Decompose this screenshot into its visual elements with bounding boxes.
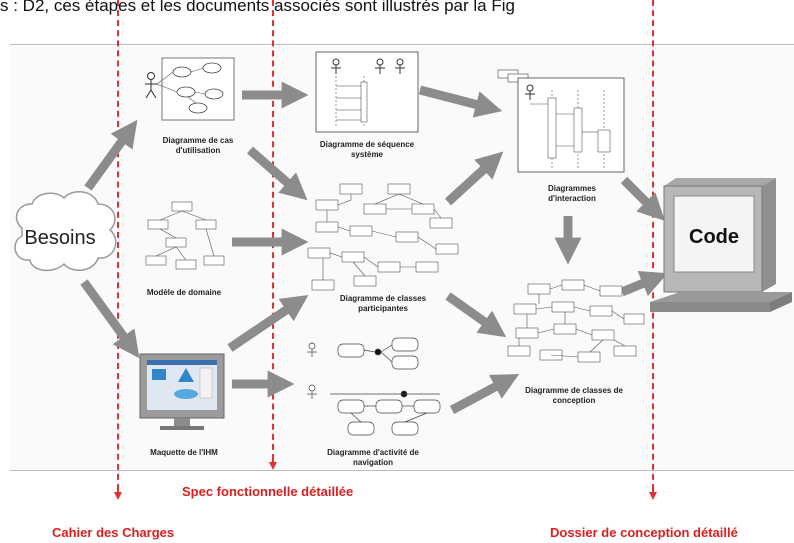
arrow-activity-conception: [449, 374, 520, 414]
cahier-dashed-line: [117, 0, 119, 490]
activity-diagram: [307, 337, 441, 436]
arrow-besoins-uc: [84, 119, 138, 191]
arrow-ihm-participants: [227, 294, 309, 352]
top-divider: [10, 44, 794, 45]
dossier-dashed-line: [652, 0, 654, 490]
phase-cahier-label: Cahier des Charges: [52, 525, 175, 540]
interaction-caption: Diagrammes d'interaction: [547, 184, 597, 203]
spec-dashed-line: [272, 0, 274, 460]
bottom-divider: [10, 470, 794, 471]
participants-caption: Diagramme de classes participantes: [339, 294, 427, 313]
phase-spec-label: Spec fonctionnelle détaillée: [182, 484, 354, 499]
intro-text: s : D2, ces étapes et les documents asso…: [0, 0, 515, 15]
conception-diagram: [507, 279, 645, 363]
domain-caption: Modèle de domaine: [146, 288, 222, 297]
conception-caption: Diagramme de classes de conception: [525, 386, 623, 405]
participants-diagram: [307, 183, 459, 291]
arrow-interaction-code: [620, 176, 665, 221]
activity-caption: Diagramme d'activité de navigation: [327, 448, 419, 467]
interaction-diagram: [497, 69, 625, 173]
sequence-caption: Diagramme de séquence système: [319, 140, 415, 159]
besoins-cloud: [14, 191, 117, 272]
ihm-mockup: [139, 353, 225, 430]
computer-code: [650, 178, 792, 312]
arrow-uc-participants: [247, 146, 308, 201]
arrow-participants-conception: [445, 292, 507, 338]
phase-dossier-label: Dossier de conception détaillé: [550, 525, 738, 540]
domain-model-diagram: [145, 201, 225, 270]
arrow-besoins-ihm: [80, 279, 140, 359]
arrow-seq-interaction: [418, 85, 503, 118]
besoins-label: Besoins: [24, 227, 95, 249]
ihm-caption: Maquette de l'IHM: [150, 448, 218, 457]
arrow-conception-code: [620, 270, 668, 297]
arrow-participants-interaction: [444, 151, 504, 206]
code-label: Code: [689, 226, 739, 248]
usecase-caption: Diagramme de cas d'utilisation: [162, 136, 234, 155]
sequence-diagram: [315, 51, 419, 133]
usecase-diagram: [145, 57, 235, 121]
